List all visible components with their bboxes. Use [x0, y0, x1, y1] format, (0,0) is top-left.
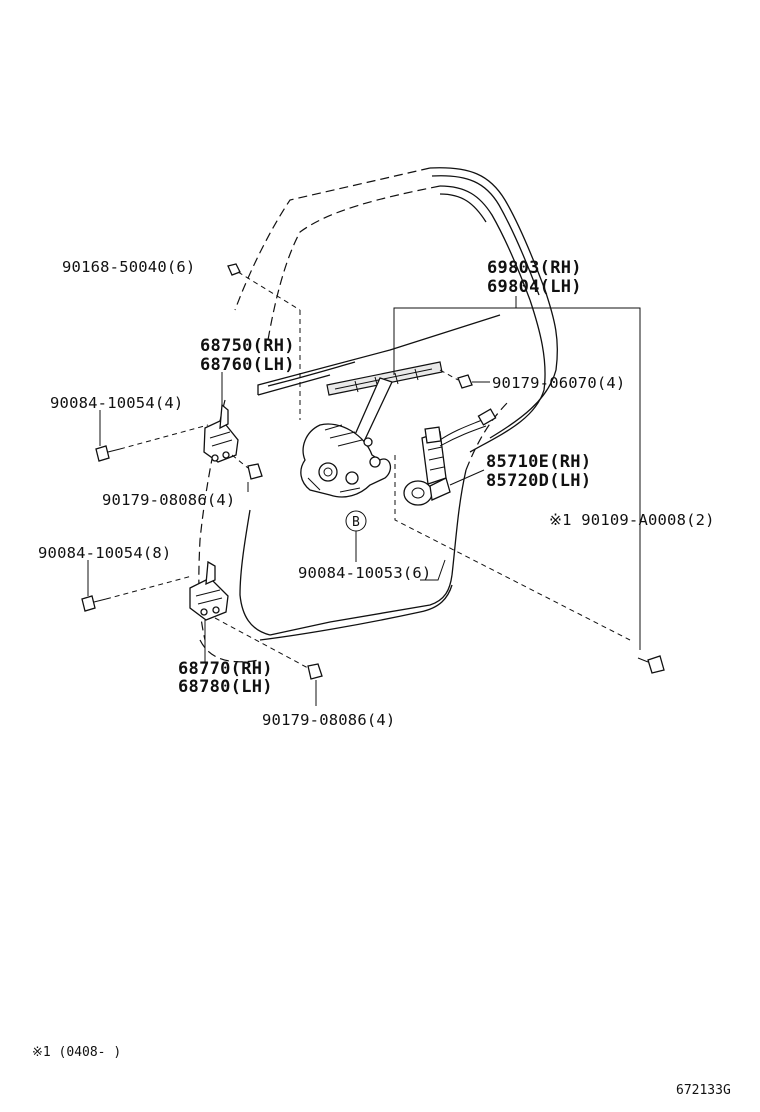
- footnote: ※1 (0408- ): [32, 1045, 121, 1060]
- label-68780: 68780(LH): [178, 677, 273, 697]
- label-90109-a0008: ※1 90109-A0008(2): [549, 511, 715, 529]
- label-85720d: 85720D(LH): [486, 471, 591, 491]
- part-labels: 90168-50040(6) 69803(RH) 69804(LH) 68750…: [38, 258, 715, 729]
- label-90179-06070: 90179-06070(4): [492, 374, 625, 392]
- fasteners: [81, 263, 665, 680]
- label-90168-50040: 90168-50040(6): [62, 258, 195, 276]
- label-90084-10054-8: 90084-10054(8): [38, 544, 171, 562]
- label-90084-10053: 90084-10053(6): [298, 564, 431, 582]
- label-68760: 68760(LH): [200, 355, 295, 375]
- lower-hinge: [189, 560, 229, 621]
- label-90084-10054-4: 90084-10054(4): [50, 394, 183, 412]
- label-bullet-b: B: [352, 515, 360, 530]
- leader-lines: [87, 296, 641, 706]
- label-68770: 68770(RH): [178, 659, 273, 679]
- door-frame: [198, 167, 559, 663]
- label-68750: 68750(RH): [200, 336, 295, 356]
- label-90179-08086-upper: 90179-08086(4): [102, 491, 235, 509]
- window-regulator: [299, 310, 631, 641]
- clip-90168: [227, 263, 241, 276]
- window-motor: [403, 408, 497, 506]
- figure-code: 672133G: [676, 1083, 731, 1098]
- label-69804: 69804(LH): [487, 277, 582, 297]
- label-90179-08086-lower: 90179-08086(4): [262, 711, 395, 729]
- label-85710e: 85710E(RH): [486, 452, 591, 472]
- upper-hinge: [203, 403, 239, 463]
- label-69803: 69803(RH): [487, 258, 582, 278]
